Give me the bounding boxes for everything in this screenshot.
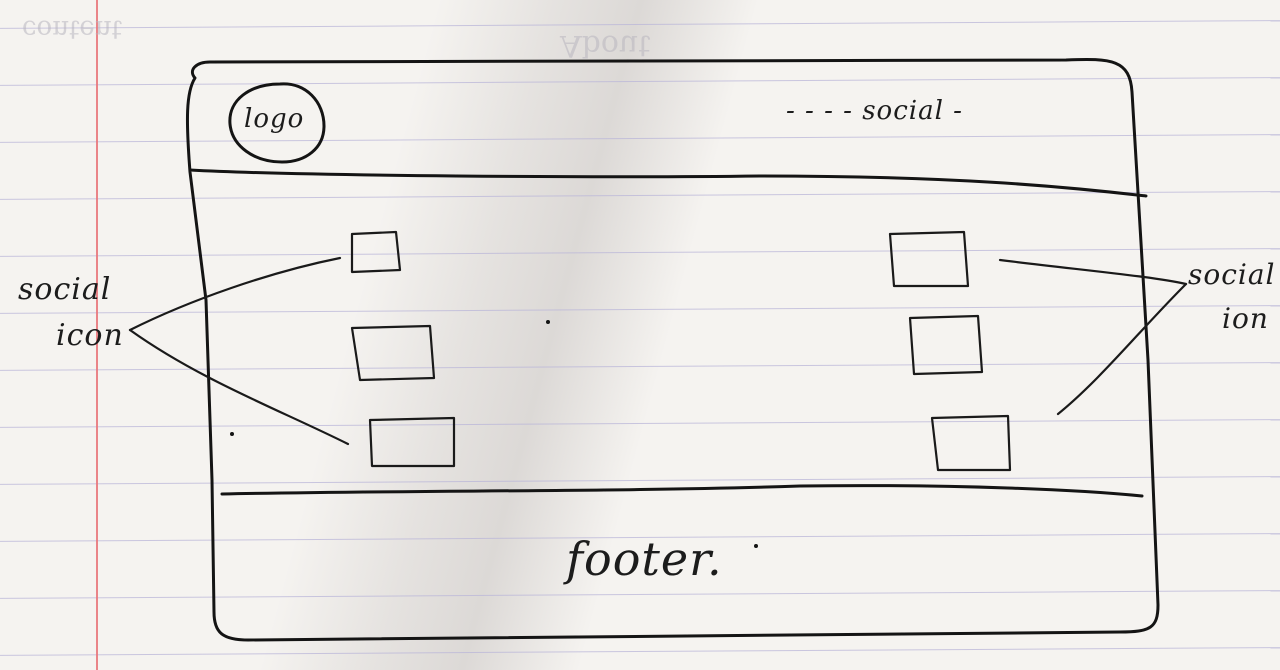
left-icon-box-2	[350, 324, 436, 382]
left-leader-top	[128, 256, 342, 332]
margin-line	[96, 0, 98, 670]
left-icon-box-1	[350, 230, 402, 274]
right-icon-box-1	[888, 230, 970, 288]
left-icon-box-3	[368, 416, 456, 468]
footer-divider	[220, 484, 1144, 498]
right-annotation-line1: social	[1188, 258, 1276, 291]
right-annotation-line2: ion	[1222, 302, 1269, 335]
header-social-nav-text: - - - - social -	[786, 96, 963, 126]
right-icon-box-3	[930, 414, 1012, 472]
footer-label: footer.	[566, 532, 723, 586]
left-annotation-line2: icon	[56, 318, 124, 353]
logo-circle	[228, 82, 326, 164]
header-divider	[188, 168, 1148, 198]
right-leader-top	[998, 258, 1188, 286]
logo-label: logo	[244, 104, 305, 134]
page-outline	[185, 57, 1160, 642]
left-leader-bottom	[128, 328, 350, 446]
right-leader-bottom	[1056, 282, 1188, 416]
left-annotation-line1: social	[18, 272, 112, 307]
right-icon-box-2	[908, 314, 984, 376]
